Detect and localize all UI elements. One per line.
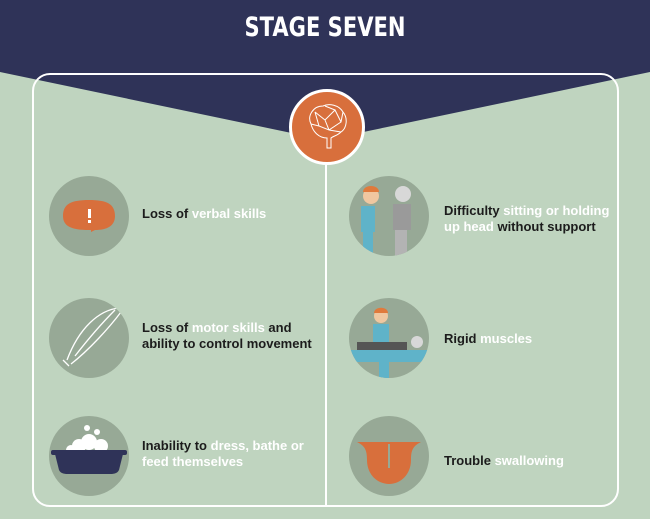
page-title: STAGE SEVEN (244, 12, 406, 43)
text-segment: Loss of (142, 206, 192, 221)
symptom-text: Difficulty sitting or holding up head wi… (444, 203, 624, 235)
text-segment: Loss of (142, 320, 192, 335)
column-divider (325, 160, 327, 505)
highlighted-text: swallowing (494, 453, 564, 468)
item-icon-circle (49, 298, 129, 378)
symptom-text: Rigid muscles (444, 331, 624, 347)
text-segment: Difficulty (444, 203, 504, 218)
text-segment: and ability to control movement (142, 320, 312, 351)
highlighted-text: motor skills (191, 320, 265, 335)
brain-badge (289, 89, 365, 165)
bathtub-icon (51, 425, 127, 474)
item-icon-circle (49, 176, 129, 256)
symptom-text: Inability to dress, bathe or feed themse… (142, 438, 322, 470)
highlighted-text: sitting or holding up head (444, 203, 610, 234)
caregiver-support-icon (361, 186, 411, 256)
text-segment: Inability to (142, 438, 211, 453)
speech-bubble-exclamation-icon (63, 200, 115, 232)
item-icon-circle (349, 298, 429, 378)
highlighted-text: dress, bathe or feed themselves (142, 438, 304, 469)
symptom-text: Loss of motor skills and ability to cont… (142, 320, 322, 352)
symptom-text: Trouble swallowing (444, 453, 624, 469)
item-icon-circle (349, 176, 429, 256)
tongue-icon (357, 442, 421, 484)
symptom-text: Loss of verbal skills (142, 206, 322, 222)
item-icon-circle (349, 416, 429, 496)
brain-icon (309, 104, 347, 149)
content-frame (32, 73, 619, 507)
muscle-icon (62, 303, 124, 367)
text-segment: without support (493, 219, 596, 234)
highlighted-text: verbal skills (191, 206, 267, 221)
patient-bed-icon (349, 307, 429, 378)
text-segment: Trouble (444, 453, 495, 468)
highlighted-text: muscles (480, 331, 533, 346)
item-icon-circle (49, 416, 129, 496)
text-segment: Rigid (444, 331, 481, 346)
